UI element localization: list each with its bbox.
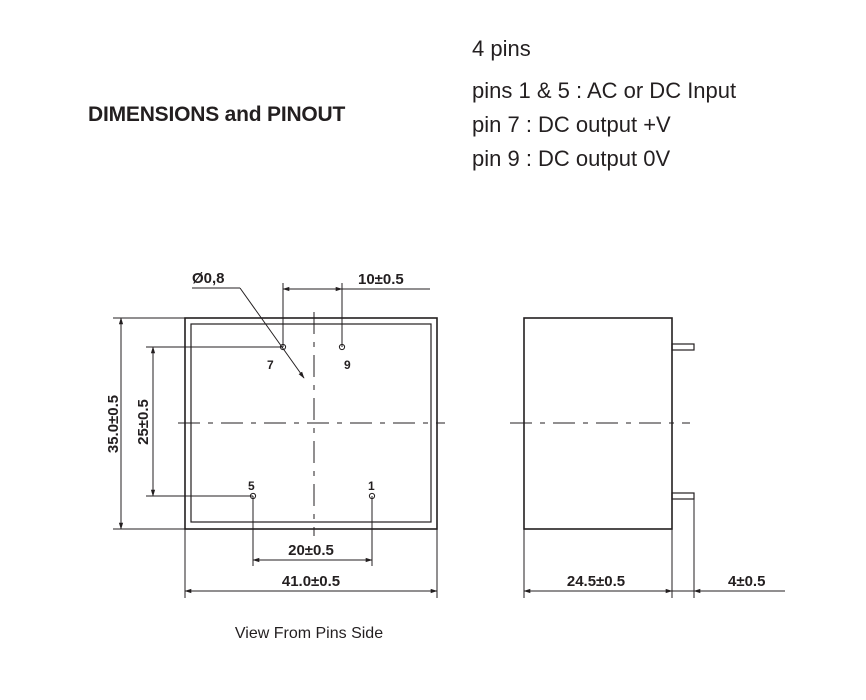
label-pin-diameter: Ø0,8 <box>192 270 225 287</box>
label-pin-spacing-top: 10±0.5 <box>358 271 404 288</box>
label-height-pins: 25±0.5 <box>135 399 152 445</box>
side-pin-top <box>671 343 695 351</box>
side-view <box>510 317 785 598</box>
front-view-labels: Ø0,8 10±0.5 7 9 5 1 35.0±0.5 25±0.5 20±0… <box>105 270 404 642</box>
side-pin-bottom <box>671 492 695 500</box>
label-pin-5: 5 <box>248 479 255 493</box>
pinout-line-1-5: pins 1 & 5 : AC or DC Input <box>472 78 737 103</box>
label-pin-length: 4±0.5 <box>728 573 765 590</box>
label-height-total: 35.0±0.5 <box>105 395 122 453</box>
pin-count: 4 pins <box>472 36 531 61</box>
front-view <box>113 283 445 598</box>
label-pin-7: 7 <box>267 358 274 372</box>
pinout-line-7: pin 7 : DC output +V <box>472 112 671 137</box>
diagram-title: DIMENSIONS and PINOUT <box>88 103 346 126</box>
label-pin-spacing-bottom: 20±0.5 <box>288 542 334 559</box>
leader-diameter <box>239 287 305 379</box>
label-pin-1: 1 <box>368 479 375 493</box>
pinout-line-9: pin 9 : DC output 0V <box>472 146 671 171</box>
side-view-labels: 24.5±0.5 4±0.5 <box>567 573 766 590</box>
label-depth: 24.5±0.5 <box>567 573 625 590</box>
view-caption: View From Pins Side <box>235 625 383 642</box>
label-width-total: 41.0±0.5 <box>282 573 340 590</box>
label-pin-9: 9 <box>344 358 351 372</box>
